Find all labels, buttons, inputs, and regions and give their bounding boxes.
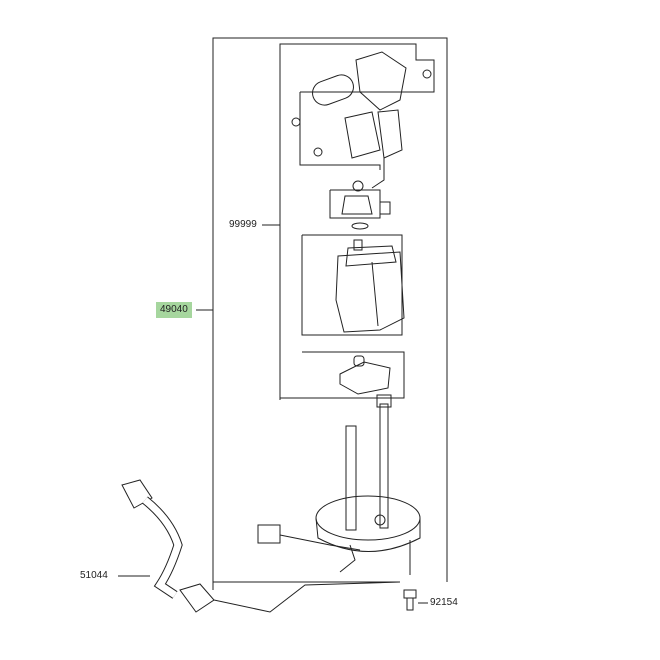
part-label-51044[interactable]: 51044: [80, 570, 108, 581]
part-label-99999[interactable]: 99999: [229, 219, 257, 230]
wire-harness: [257, 524, 361, 573]
fuel-hose-51044: [118, 479, 401, 613]
assembly-frame-99999: [262, 43, 435, 400]
fuel-filter: [339, 355, 391, 395]
pump-base-plate: [315, 394, 421, 575]
fuel-pump-body: [335, 239, 405, 333]
part-label-92154[interactable]: 92154: [430, 597, 458, 608]
bolt-92154: [403, 589, 428, 611]
part-label-49040[interactable]: 49040: [156, 302, 192, 318]
fuel-level-sender: [291, 51, 432, 230]
assembly-frame-49040: [196, 37, 448, 590]
